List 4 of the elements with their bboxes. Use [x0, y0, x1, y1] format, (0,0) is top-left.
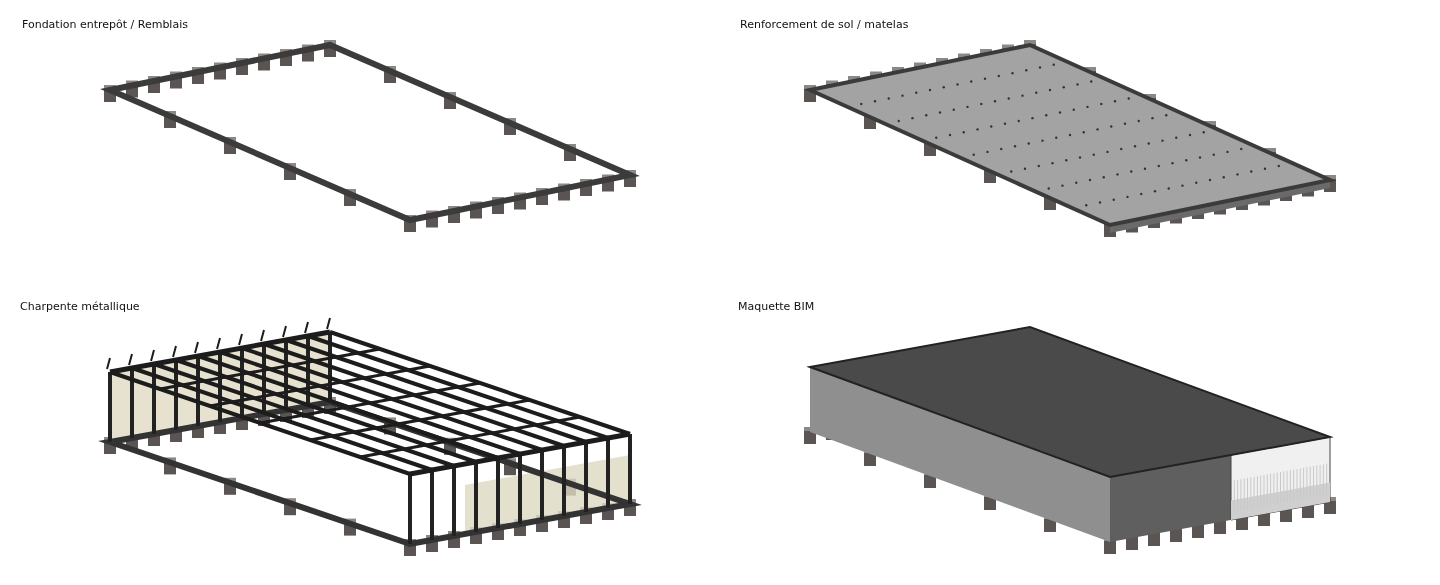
panel-title: Maquette BIM: [738, 300, 815, 313]
panel-title: Renforcement de sol / matelas: [740, 18, 909, 31]
panel-title: Charpente métallique: [20, 300, 140, 313]
panel-title: Fondation entrepôt / Remblais: [22, 18, 188, 31]
